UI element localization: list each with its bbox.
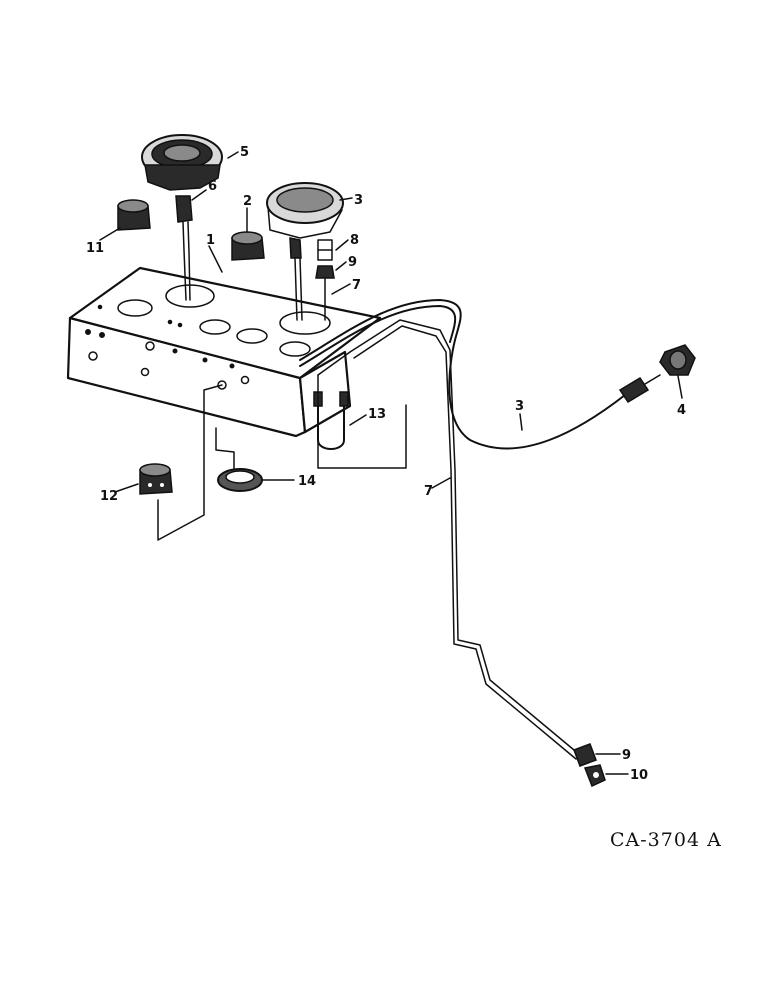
drawing-id: CA-3704 A [610,829,722,851]
label-7-line: 7 [424,484,433,499]
label-7-top: 7 [352,278,361,293]
fitting-8 [317,239,333,261]
adapter-4 [659,344,696,376]
label-12: 12 [100,489,118,504]
instrument-panel [66,266,382,438]
group-lines [157,351,407,541]
cable-6 [175,195,193,301]
label-6: 6 [208,179,217,194]
label-10: 10 [630,768,648,783]
label-3-gauge: 3 [354,193,363,208]
label-2: 2 [243,194,252,209]
nut-9-bottom [573,743,597,767]
elbow-10 [583,764,606,788]
label-8: 8 [350,233,359,248]
tube-7 [349,319,581,760]
label-14: 14 [298,474,316,489]
label-9-top: 9 [348,255,357,270]
label-4: 4 [677,403,686,418]
grommet-14 [217,468,263,492]
label-11: 11 [86,241,104,256]
leader-lines [99,151,683,775]
gauge-5 [141,134,223,191]
cable-3 [299,299,661,450]
switch-12 [139,463,173,495]
label-3-cable: 3 [515,399,524,414]
label-1: 1 [206,233,215,248]
nut-9-top [315,265,335,279]
label-5: 5 [240,145,249,160]
gauge-2 [231,231,265,261]
gauge-3 [266,182,344,321]
gauge-11 [117,199,151,231]
label-9-bottom: 9 [622,748,631,763]
label-13: 13 [368,407,386,422]
callout-labels: 1 2 3 3 4 5 6 7 7 8 9 9 10 11 12 13 14 [86,145,686,783]
